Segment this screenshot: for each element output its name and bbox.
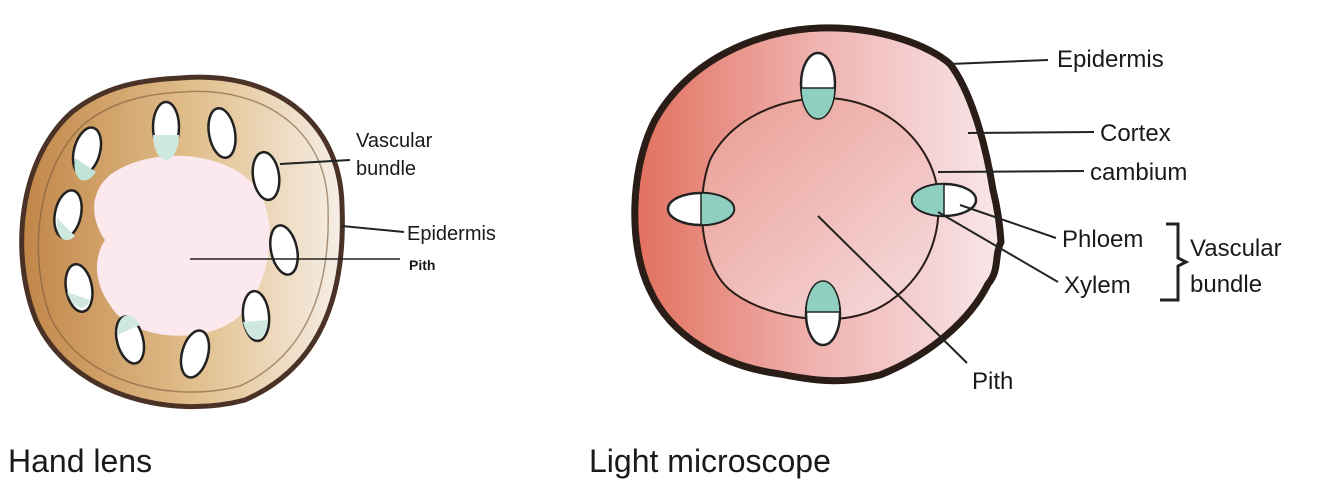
right-cortex-label: Cortex	[1100, 120, 1171, 147]
hand-lens-diagram: Vascular bundle Epidermis Pith Hand lens	[8, 77, 496, 479]
right-bundle-right	[912, 184, 976, 216]
light-microscope-diagram: Epidermis Cortex cambium Phloem Xylem Va…	[589, 28, 1282, 479]
left-pith-label: Pith	[409, 257, 435, 273]
left-epidermis-leader	[342, 226, 404, 232]
hand-lens-caption: Hand lens	[8, 443, 152, 479]
right-epidermis-leader	[950, 60, 1048, 64]
right-phloem-label: Phloem	[1062, 226, 1143, 253]
left-vascular-bundle-label-2: bundle	[356, 158, 416, 180]
light-microscope-caption: Light microscope	[589, 443, 831, 479]
right-cambium-label: cambium	[1090, 159, 1187, 186]
vascular-bundle-bracket	[1160, 224, 1186, 300]
right-bundle-bottom	[806, 281, 840, 345]
right-bundle-top	[801, 53, 835, 119]
left-vascular-bundle-label-1: Vascular	[356, 130, 433, 152]
left-bundle	[153, 102, 179, 160]
right-bundle-left	[668, 193, 734, 225]
right-pith-label: Pith	[972, 368, 1013, 395]
right-cortex-leader	[968, 132, 1094, 133]
right-vascular-bundle-label-2: bundle	[1190, 271, 1262, 298]
right-xylem-label: Xylem	[1064, 272, 1131, 299]
right-vascular-bundle-label-1: Vascular	[1190, 235, 1282, 262]
left-epidermis-label: Epidermis	[407, 223, 496, 245]
right-epidermis-label: Epidermis	[1057, 46, 1164, 73]
right-cambium-leader	[938, 171, 1084, 172]
